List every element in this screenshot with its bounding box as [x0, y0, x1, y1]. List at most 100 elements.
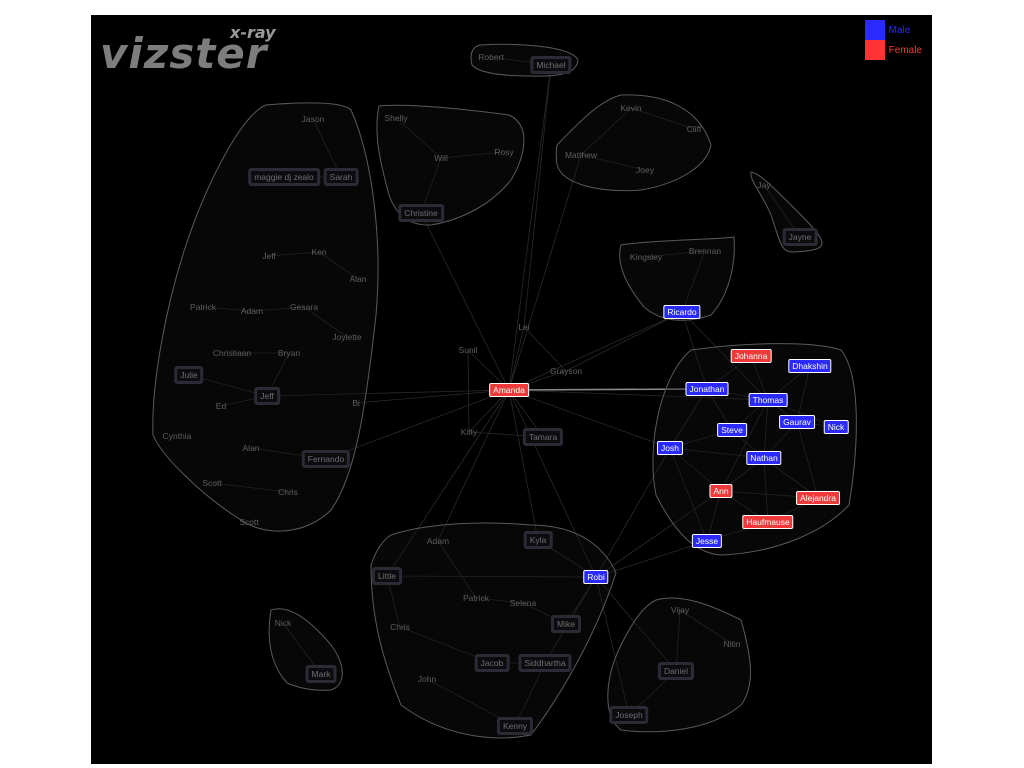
graph-edge	[312, 118, 342, 178]
person-node[interactable]: Amanda	[489, 383, 529, 397]
person-node[interactable]: Daniel	[657, 662, 695, 680]
person-node[interactable]: Robert	[478, 52, 504, 62]
community-hull[interactable]	[376, 104, 525, 226]
graph-edge	[202, 306, 253, 312]
person-node[interactable]: Thomas	[748, 393, 788, 407]
person-node[interactable]: Kitty	[460, 427, 478, 437]
person-node[interactable]: Joseph	[609, 706, 649, 724]
person-node[interactable]: Jayne	[782, 228, 818, 246]
person-node[interactable]: Mike	[551, 615, 581, 633]
person-node[interactable]: Vijay	[670, 605, 690, 615]
person-node[interactable]: Ann	[709, 484, 733, 498]
person-node[interactable]: Scott	[239, 517, 259, 527]
person-node[interactable]: Grayson	[549, 366, 583, 376]
person-node[interactable]: Christine	[398, 204, 444, 222]
person-node[interactable]: Ricardo	[663, 305, 701, 319]
legend-label: Female	[888, 44, 922, 56]
graph-edge	[669, 388, 708, 449]
person-node[interactable]: Kyla	[523, 531, 553, 549]
person-node[interactable]: Jay	[757, 180, 771, 190]
person-node[interactable]: Nick	[823, 420, 849, 434]
person-node[interactable]: Jason	[301, 114, 325, 124]
person-node[interactable]: John	[417, 674, 437, 684]
person-node[interactable]: Joey	[636, 165, 654, 175]
person-node[interactable]: Sarah	[323, 168, 359, 186]
person-node[interactable]: Siddhartha	[518, 654, 572, 672]
logo-subtitle: x-ray	[230, 23, 276, 42]
person-node[interactable]: Julie	[174, 366, 204, 384]
person-node[interactable]: Kenny	[496, 717, 534, 735]
person-node[interactable]: Michael	[530, 56, 572, 74]
person-node[interactable]: Jeff	[254, 387, 280, 405]
person-node[interactable]: Adam	[240, 306, 264, 316]
person-node[interactable]: Patrick	[190, 302, 216, 312]
graph-edge	[508, 389, 769, 401]
person-node[interactable]: Gesara	[290, 302, 318, 312]
person-node[interactable]: Christiaan	[212, 348, 252, 358]
person-node[interactable]: Will	[434, 153, 448, 163]
person-node[interactable]: Alejandra	[796, 491, 840, 505]
person-node[interactable]: Lei	[518, 322, 530, 332]
person-node[interactable]: Sunil	[458, 345, 478, 355]
community-hull[interactable]	[619, 236, 735, 321]
person-node[interactable]: Cynthia	[162, 431, 192, 441]
person-node[interactable]: Joylette	[332, 332, 362, 342]
graph-edge	[468, 389, 510, 433]
person-node[interactable]: Bryan	[277, 348, 301, 358]
community-hull[interactable]	[555, 94, 712, 192]
person-node[interactable]: Robi	[583, 570, 609, 584]
person-node[interactable]: Tamara	[522, 428, 564, 446]
graph-edge	[679, 609, 733, 645]
person-node[interactable]: Kingsley	[629, 252, 663, 262]
person-node[interactable]: Jesse	[691, 534, 723, 548]
person-node[interactable]: Jonathan	[685, 382, 729, 396]
person-node[interactable]: Alan	[242, 443, 260, 453]
graph-edge	[681, 250, 706, 313]
graph-edge	[508, 64, 552, 391]
person-node[interactable]: Selena	[509, 598, 537, 608]
person-node[interactable]: Cliff	[686, 124, 702, 134]
person-node[interactable]: Jeff	[262, 251, 276, 261]
person-node[interactable]: Nathan	[746, 451, 782, 465]
person-node[interactable]: Kevin	[620, 103, 642, 113]
graph-edge	[523, 64, 552, 328]
graph-edge	[303, 306, 348, 338]
community-hull[interactable]	[152, 102, 379, 532]
community-hull[interactable]	[370, 522, 617, 739]
person-node[interactable]: Shelly	[384, 113, 408, 123]
person-node[interactable]: Chris	[278, 487, 298, 497]
person-node[interactable]: Steve	[717, 423, 747, 437]
graph-edge	[595, 447, 671, 578]
person-node[interactable]: Ed	[215, 401, 227, 411]
person-node[interactable]: Fernando	[301, 450, 351, 468]
graph-edge	[595, 490, 722, 578]
graph-edge	[475, 597, 524, 604]
graph-edge	[595, 540, 708, 578]
person-node[interactable]: maggie dj zealo	[248, 168, 320, 186]
person-node[interactable]: Haufmause	[742, 515, 794, 529]
person-node[interactable]: Johanna	[730, 349, 772, 363]
person-node[interactable]: Adam	[426, 536, 450, 546]
person-node[interactable]: Mark	[305, 665, 337, 683]
person-node[interactable]: Nitin	[723, 639, 741, 649]
person-node[interactable]: Bi	[352, 398, 360, 408]
person-node[interactable]: Matthew	[564, 150, 598, 160]
person-node[interactable]: Alan	[349, 274, 367, 284]
person-node[interactable]: Chris	[390, 622, 410, 632]
graph-edge	[325, 389, 510, 460]
person-node[interactable]: Dhakshin	[788, 359, 832, 373]
person-node[interactable]: Gaurav	[779, 415, 815, 429]
person-node[interactable]: Patrick	[463, 593, 489, 603]
person-node[interactable]: Scott	[202, 478, 222, 488]
graph-edge	[681, 311, 708, 390]
person-node[interactable]: Josh	[657, 441, 683, 455]
legend-item-male: Male	[864, 20, 922, 40]
person-node[interactable]: Little	[372, 567, 402, 585]
person-node[interactable]: Rosy	[494, 147, 514, 157]
person-node[interactable]: Brennan	[688, 246, 722, 256]
network-graph[interactable]	[91, 15, 932, 764]
person-node[interactable]: Nick	[274, 618, 292, 628]
person-node[interactable]: Ken	[311, 247, 327, 257]
person-node[interactable]: Jacob	[474, 654, 510, 672]
